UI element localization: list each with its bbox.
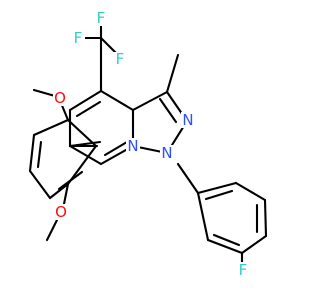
fluorine-label: F (116, 50, 125, 68)
bond (99, 89, 135, 112)
bond (32, 118, 70, 137)
bond (158, 97, 178, 124)
bond (131, 90, 169, 112)
bond (196, 181, 238, 195)
bond (204, 189, 234, 201)
fluorine-label: F (97, 9, 106, 27)
nitrogen-label: N (161, 144, 172, 162)
bond (176, 162, 200, 195)
bond (206, 238, 244, 255)
bond (212, 233, 241, 247)
bond (28, 133, 36, 173)
fluorine-label: F (74, 29, 83, 47)
bond (48, 182, 70, 200)
bond (240, 234, 268, 255)
oxygen-label: O (54, 89, 66, 107)
bond (75, 100, 102, 118)
structure-drawing: F F F N N N O O F (28, 9, 268, 279)
nitrogen-label: N (182, 111, 193, 129)
bond (32, 88, 57, 98)
bond (68, 144, 103, 166)
bond (234, 181, 267, 202)
bond (263, 198, 268, 238)
bond (68, 89, 103, 112)
bond (62, 182, 70, 206)
nitrogen-label: N (127, 137, 138, 155)
bond (103, 140, 129, 157)
bond (165, 53, 180, 94)
bond (196, 191, 210, 242)
oxygen-label: O (55, 203, 67, 221)
bond (57, 170, 84, 191)
bond (66, 118, 98, 148)
bond (36, 140, 43, 169)
molecule-canvas: F F F N N N O O F (28, 9, 268, 279)
bond (28, 169, 52, 200)
fluorine-label: F (239, 261, 248, 279)
bond (45, 218, 59, 242)
